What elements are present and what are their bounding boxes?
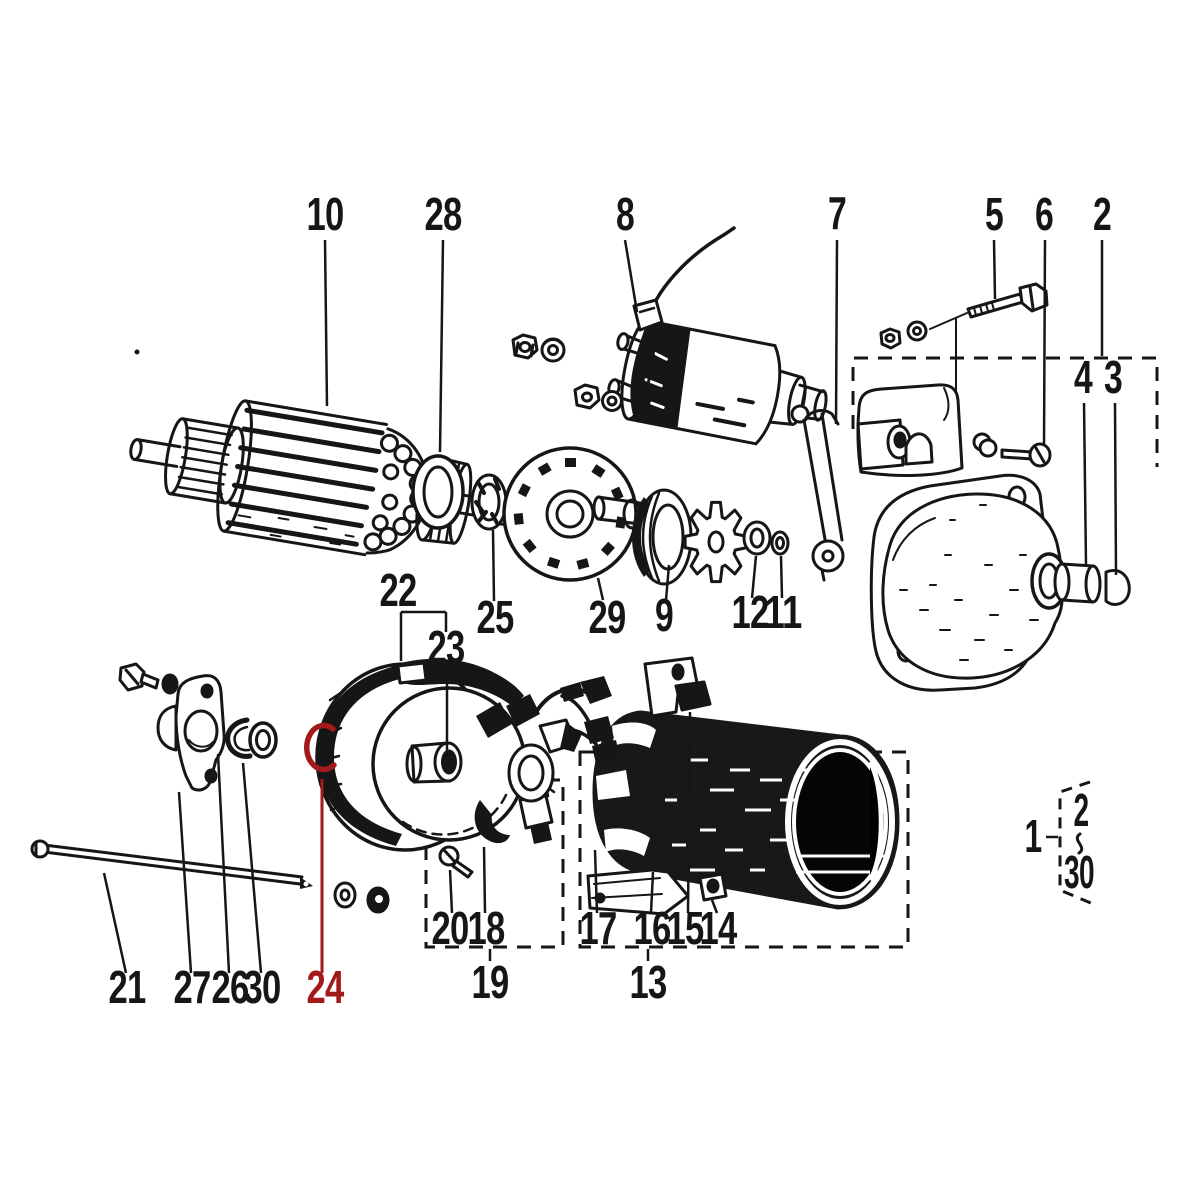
lead-wire-8 <box>632 226 736 332</box>
leader-lines-layer <box>102 239 1118 974</box>
drive-clutch-9 <box>592 488 749 586</box>
leader-line-12 <box>750 555 758 599</box>
leader-line-21 <box>102 872 128 974</box>
part-label-2-30: 2 <box>1074 784 1089 836</box>
hardware-nuts-upper <box>511 333 623 412</box>
yoke-assembly-13 <box>560 656 900 916</box>
brushes-17 <box>560 682 620 764</box>
through-rod-21 <box>30 839 313 889</box>
part-label-30-31: 30 <box>1064 846 1094 898</box>
leader-line-30 <box>241 762 263 974</box>
leader-line-20 <box>448 869 454 914</box>
leader-line-3 <box>1113 402 1118 576</box>
group-box-2 <box>851 356 1159 467</box>
solenoid-drawing <box>607 319 828 446</box>
clip-26 <box>225 717 253 759</box>
part-label-20-16: 20 <box>432 902 469 954</box>
rear-cover-22 <box>315 658 527 879</box>
leader-line-16 <box>649 871 655 914</box>
stop-collar-12 <box>742 520 772 556</box>
part-label-17-19: 17 <box>580 902 617 954</box>
part-label-24-28: 24 <box>307 961 345 1013</box>
part-label-26-26: 26 <box>212 961 249 1013</box>
part-label-6-5: 6 <box>1035 188 1053 240</box>
part-label-12-14: 12 <box>732 586 769 638</box>
o-ring-24-highlighted <box>304 722 337 773</box>
pinion-gear <box>683 500 749 584</box>
thrust-plate-29 <box>502 446 638 582</box>
part-label-15-21: 15 <box>667 902 704 954</box>
leader-line-27 <box>177 791 193 974</box>
part-label-2-6: 2 <box>1093 188 1111 240</box>
through-bolt-5 <box>879 282 1049 393</box>
part-label-28-1: 28 <box>425 188 462 240</box>
leader-line-18 <box>482 846 487 914</box>
part-label-23-10: 23 <box>428 621 465 673</box>
part-label-7-3: 7 <box>828 187 846 239</box>
leader-line-7 <box>834 239 839 425</box>
pole-cutouts <box>596 722 656 856</box>
part-label-5-4: 5 <box>985 188 1003 240</box>
part-label-10-0: 10 <box>307 188 344 240</box>
part-label-1-29: 1 <box>1025 810 1042 862</box>
part-label-25-11: 25 <box>477 591 514 643</box>
leader-line-9 <box>664 564 671 601</box>
screw-20 <box>438 845 474 879</box>
part-label-21-24: 21 <box>109 961 146 1013</box>
part-label-8-2: 8 <box>616 188 634 240</box>
leader-line-28 <box>438 239 445 453</box>
nut-small-b <box>906 320 928 342</box>
leader-line-25 <box>491 529 496 602</box>
leader-line-10 <box>323 239 329 407</box>
bearing-ring-28 <box>411 454 465 530</box>
nut-lower-a <box>333 881 357 909</box>
thrust-washer-25 <box>470 473 536 531</box>
part-label-19-18: 19 <box>472 956 509 1008</box>
part-label-3-8: 3 <box>1104 351 1122 403</box>
leader-line-11 <box>779 555 784 599</box>
cap-3 <box>1104 569 1131 606</box>
part-label-13-23: 13 <box>630 956 667 1008</box>
leader-line-29 <box>596 577 605 601</box>
screw-6 <box>972 432 1052 468</box>
legend-bracket <box>1058 780 1094 906</box>
legend-tilde <box>1075 832 1084 855</box>
brush-holder-plate <box>474 676 612 844</box>
part-label-30-27: 30 <box>244 961 281 1013</box>
leader-line-8 <box>623 239 639 313</box>
speck-dot <box>134 349 140 355</box>
leader-line-26 <box>216 753 231 974</box>
leader-line-14 <box>710 899 719 914</box>
ring-30 <box>248 721 278 759</box>
part-label-9-13: 9 <box>655 589 673 641</box>
housing-dome <box>881 492 1064 680</box>
part-label-18-17: 18 <box>468 902 505 954</box>
leader-line-15 <box>686 711 692 914</box>
terminal-15 <box>674 680 712 712</box>
leader-line-17 <box>593 849 599 914</box>
part-label-4-7: 4 <box>1074 351 1093 403</box>
snap-ring-11 <box>770 530 790 556</box>
bushing-4 <box>1053 562 1102 604</box>
part-label-27-25: 27 <box>174 961 211 1013</box>
leader-line-6 <box>1042 239 1047 447</box>
part-label-22-9: 22 <box>380 564 417 616</box>
leader-line-4 <box>1082 402 1088 566</box>
end-frame-assembly-2 <box>856 383 1131 692</box>
part-label-14-22: 14 <box>700 902 738 954</box>
bottom-left-hardware <box>30 662 390 914</box>
nut-small-a <box>879 327 902 350</box>
leader-line-5 <box>992 239 997 300</box>
shift-lever-7 <box>790 404 845 582</box>
part-label-16-20: 16 <box>634 902 671 954</box>
center-bushing-23 <box>405 741 463 784</box>
part-label-11-15: 11 <box>765 586 802 638</box>
part-label-29-12: 29 <box>589 591 626 643</box>
